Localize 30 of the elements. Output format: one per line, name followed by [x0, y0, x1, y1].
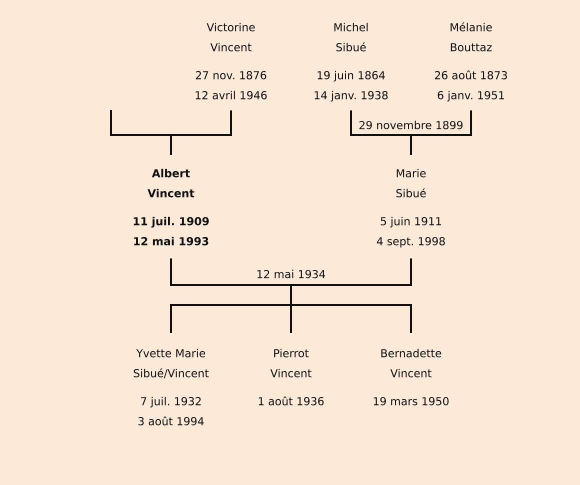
life-dates: 26 août 1873 6 janv. 1951	[434, 70, 507, 102]
person-name: Bernadette Vincent	[381, 348, 442, 378]
life-dates: 11 juil. 1909 12 mai 1993	[134, 216, 209, 246]
life-dates: 19 mars 1950	[374, 397, 449, 406]
edge-label: 12 mai 1934	[257, 270, 326, 278]
connector-line	[291, 304, 412, 333]
connector-line	[290, 285, 292, 305]
connector-line	[170, 135, 172, 155]
person-name: Yvette Marie Sibué/Vincent	[134, 348, 209, 378]
connector-line	[411, 110, 472, 136]
person-name: Pierrot Vincent	[270, 348, 312, 378]
life-dates: 5 juin 1911 4 sept. 1998	[376, 216, 445, 248]
connector-line	[410, 135, 412, 155]
person-name: Victorine Vincent	[206, 22, 255, 52]
life-dates: 7 juil. 1932 3 août 1994	[138, 396, 204, 426]
person-name: Albert Vincent	[148, 168, 194, 198]
life-dates: 19 juin 1864 14 janv. 1938	[314, 70, 388, 102]
connector-line	[171, 110, 232, 136]
person-name: Marie Sibué	[396, 168, 426, 198]
life-dates: 1 août 1936	[258, 396, 324, 406]
connector-line	[291, 258, 412, 286]
connector-line	[350, 110, 411, 136]
person-name: Michel Sibué	[334, 22, 368, 52]
connector-line	[170, 258, 291, 286]
connector-line	[110, 110, 171, 136]
connector-line	[290, 305, 292, 333]
connector-line	[170, 304, 291, 333]
edge-label: 29 novembre 1899	[359, 120, 463, 130]
person-name: Mélanie Bouttaz	[450, 22, 492, 52]
life-dates: 27 nov. 1876 12 avril 1946	[196, 71, 267, 100]
